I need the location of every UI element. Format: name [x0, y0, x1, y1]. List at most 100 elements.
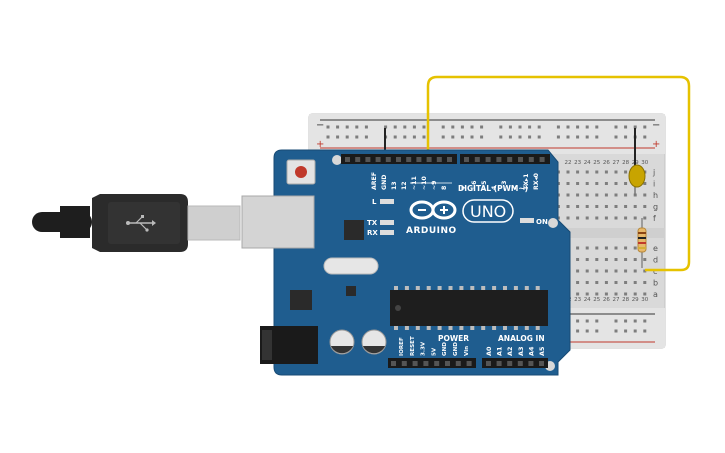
rail-hole[interactable] — [364, 135, 368, 139]
breadboard-hole[interactable] — [604, 292, 608, 296]
breadboard-hole[interactable] — [595, 269, 599, 273]
breadboard-hole[interactable] — [595, 216, 599, 220]
breadboard-hole[interactable] — [633, 292, 637, 296]
breadboard-hole[interactable] — [604, 281, 608, 284]
rail-hole[interactable] — [336, 125, 340, 129]
breadboard-hole[interactable] — [624, 292, 628, 296]
breadboard-hole[interactable] — [633, 205, 637, 208]
breadboard-hole[interactable] — [633, 258, 637, 261]
header-pin-hole[interactable] — [375, 157, 381, 162]
breadboard-hole[interactable] — [643, 193, 647, 197]
rail-hole[interactable] — [614, 125, 618, 129]
led[interactable] — [628, 164, 646, 195]
rail-hole[interactable] — [537, 135, 541, 139]
rail-hole[interactable] — [537, 125, 541, 129]
header-pin-hole[interactable] — [345, 157, 350, 162]
header-pin-hole[interactable] — [486, 361, 491, 366]
header-pin-hole[interactable] — [474, 157, 480, 162]
breadboard-hole[interactable] — [576, 182, 580, 185]
rail-hole[interactable] — [566, 125, 570, 129]
breadboard-hole[interactable] — [576, 216, 580, 220]
digital-header-right[interactable] — [460, 154, 550, 164]
header-pin-hole[interactable] — [436, 157, 442, 162]
rail-hole[interactable] — [576, 125, 580, 129]
header-pin-hole[interactable] — [539, 361, 544, 366]
rail-hole[interactable] — [480, 135, 484, 139]
rail-hole[interactable] — [576, 135, 580, 139]
breadboard-hole[interactable] — [576, 269, 580, 273]
breadboard-hole[interactable] — [624, 193, 628, 197]
rail-hole[interactable] — [499, 125, 503, 129]
breadboard-hole[interactable] — [604, 182, 608, 185]
rail-hole[interactable] — [355, 125, 359, 129]
rail-hole[interactable] — [451, 135, 455, 139]
breadboard-hole[interactable] — [566, 182, 570, 185]
rail-hole[interactable] — [403, 125, 407, 129]
breadboard-hole[interactable] — [633, 246, 637, 250]
breadboard-hole[interactable] — [576, 258, 580, 261]
header-pin-hole[interactable] — [517, 361, 523, 366]
breadboard-hole[interactable] — [604, 193, 608, 197]
rail-hole[interactable] — [460, 125, 464, 129]
rail-hole[interactable] — [441, 125, 445, 129]
rail-hole[interactable] — [643, 319, 647, 323]
breadboard-hole[interactable] — [643, 292, 647, 296]
rail-hole[interactable] — [355, 135, 359, 139]
breadboard-hole[interactable] — [595, 170, 599, 174]
rail-hole[interactable] — [643, 135, 647, 139]
breadboard-hole[interactable] — [604, 258, 608, 261]
header-pin-hole[interactable] — [355, 157, 361, 162]
rail-hole[interactable] — [518, 125, 522, 129]
rail-hole[interactable] — [595, 125, 599, 129]
rail-hole[interactable] — [528, 125, 532, 129]
breadboard-hole[interactable] — [585, 292, 589, 296]
rail-hole[interactable] — [595, 329, 599, 333]
rail-hole[interactable] — [508, 135, 512, 139]
breadboard-hole[interactable] — [614, 216, 618, 220]
rail-hole[interactable] — [614, 319, 618, 323]
breadboard-hole[interactable] — [643, 258, 647, 261]
header-pin-hole[interactable] — [434, 361, 440, 366]
rail-hole[interactable] — [422, 125, 426, 129]
rail-hole[interactable] — [441, 135, 445, 139]
rail-hole[interactable] — [499, 135, 503, 139]
rail-hole[interactable] — [624, 329, 628, 333]
rail-hole[interactable] — [576, 319, 580, 323]
breadboard-hole[interactable] — [643, 281, 647, 284]
breadboard-hole[interactable] — [624, 246, 628, 250]
header-pin-hole[interactable] — [507, 361, 513, 366]
header-pin-hole[interactable] — [528, 157, 534, 162]
breadboard-hole[interactable] — [614, 170, 618, 174]
rail-hole[interactable] — [624, 135, 628, 139]
rail-hole[interactable] — [566, 135, 570, 139]
breadboard-hole[interactable] — [595, 182, 599, 185]
breadboard-hole[interactable] — [624, 281, 628, 284]
breadboard-hole[interactable] — [643, 216, 647, 220]
header-pin-hole[interactable] — [445, 361, 450, 366]
rail-hole[interactable] — [585, 319, 589, 323]
breadboard-hole[interactable] — [624, 205, 628, 208]
rail-hole[interactable] — [585, 125, 589, 129]
header-pin-hole[interactable] — [396, 157, 401, 162]
breadboard-hole[interactable] — [585, 246, 589, 250]
header-pin-hole[interactable] — [539, 157, 545, 162]
header-pin-hole[interactable] — [426, 157, 432, 162]
breadboard-hole[interactable] — [614, 292, 618, 296]
breadboard-hole[interactable] — [633, 216, 637, 220]
usb-cable[interactable] — [32, 194, 241, 252]
rail-hole[interactable] — [556, 125, 560, 129]
header-pin-hole[interactable] — [496, 361, 502, 366]
breadboard-hole[interactable] — [595, 205, 599, 208]
rail-hole[interactable] — [614, 329, 618, 333]
breadboard-hole[interactable] — [624, 182, 628, 185]
breadboard-hole[interactable] — [576, 170, 580, 174]
digital-header-pin-holes[interactable] — [345, 157, 545, 162]
rail-hole[interactable] — [518, 135, 522, 139]
breadboard-hole[interactable] — [624, 269, 628, 273]
breadboard-hole[interactable] — [585, 182, 589, 185]
rail-hole[interactable] — [643, 329, 647, 333]
reset-button[interactable] — [295, 166, 307, 178]
rail-hole[interactable] — [412, 135, 416, 139]
header-pin-hole[interactable] — [496, 157, 502, 162]
bottom-header-pin-holes[interactable] — [391, 361, 544, 366]
